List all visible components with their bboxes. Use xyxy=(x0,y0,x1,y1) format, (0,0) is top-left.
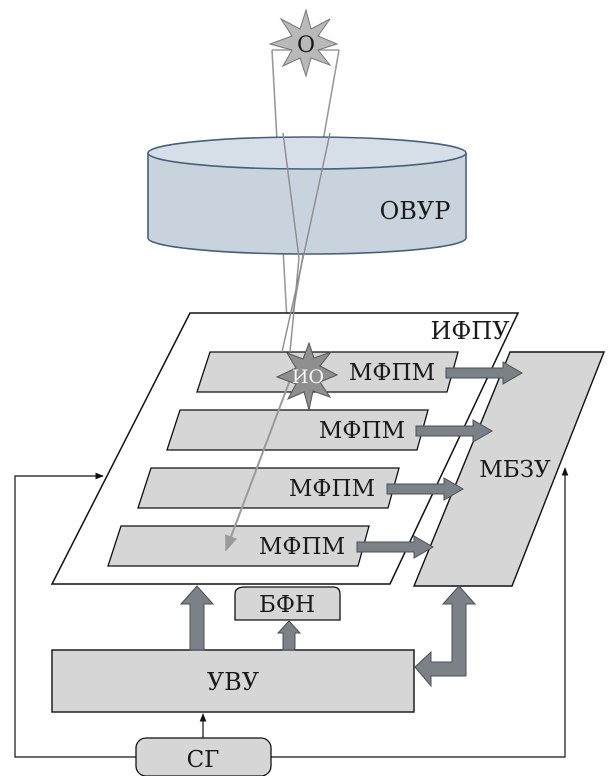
bias-block[interactable] xyxy=(234,586,341,621)
control-unit-block[interactable] xyxy=(51,649,415,713)
sync-to-memory-line xyxy=(271,467,569,758)
arrow-control-to-array xyxy=(179,585,215,651)
image-star: ИО xyxy=(275,341,339,411)
object-label: О xyxy=(297,33,315,58)
arrow-module-3 xyxy=(386,477,464,501)
module-strip-3[interactable] xyxy=(137,467,400,509)
optics-cylinder: ОВУР xyxy=(147,136,467,255)
image-ray xyxy=(225,379,291,552)
array-unit-label: ИФПУ xyxy=(430,317,510,345)
module-strip-4[interactable] xyxy=(107,525,370,567)
module-2-label: МФПМ xyxy=(319,418,405,444)
ray-segment-a xyxy=(289,257,300,353)
module-1-label: МФПМ xyxy=(349,360,435,386)
module-3-label: МФПМ xyxy=(289,476,375,502)
image-label: ИО xyxy=(292,366,324,388)
optics-label: ОВУР xyxy=(380,197,451,225)
module-to-memory-arrows xyxy=(356,361,523,559)
memory-label: МБЗУ xyxy=(479,457,551,483)
arrow-memory-control xyxy=(414,585,477,688)
arrow-module-2 xyxy=(415,419,493,443)
module-strip-2[interactable] xyxy=(166,409,429,451)
control-unit-label: УВУ xyxy=(207,668,260,696)
sync-generator-label: СГ xyxy=(187,747,220,773)
ray-segment-b xyxy=(281,257,304,353)
bias-block-label: БФН xyxy=(259,592,315,618)
sync-lines xyxy=(14,467,569,758)
optical-rays-front xyxy=(282,132,331,259)
object-star: О xyxy=(268,8,339,78)
sync-to-array-line xyxy=(14,472,136,758)
arrow-control-to-bias xyxy=(276,620,302,651)
arrow-module-1 xyxy=(445,361,523,385)
module-4-label: МФПМ xyxy=(259,534,345,560)
arrow-module-4 xyxy=(356,535,434,559)
control-arrows xyxy=(179,585,477,688)
memory-block[interactable] xyxy=(412,351,606,587)
